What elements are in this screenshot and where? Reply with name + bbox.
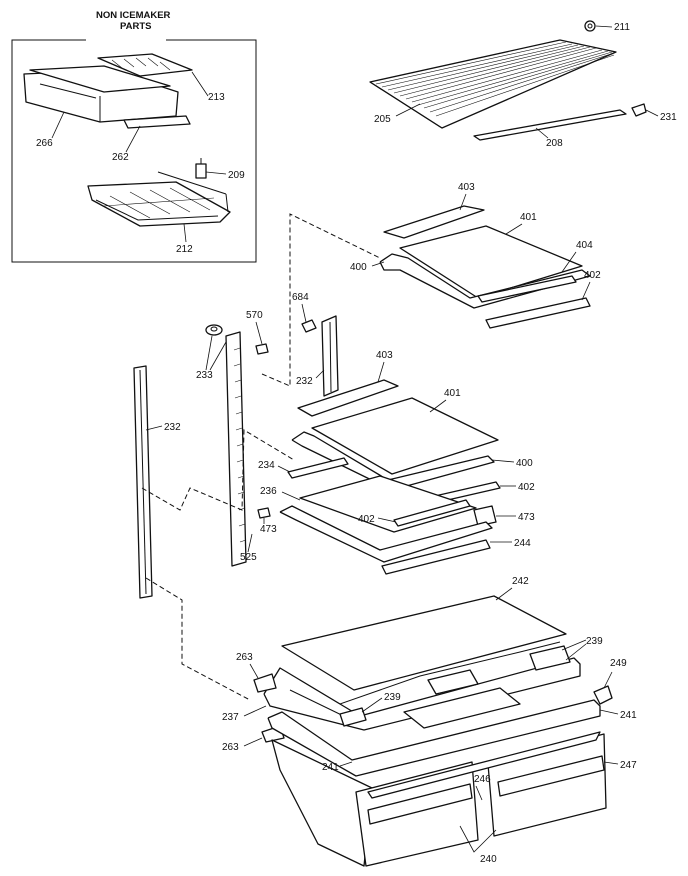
label-402-middle: 402 [518, 482, 535, 493]
guide-line-middle [141, 429, 295, 511]
label-239-right: 239 [586, 636, 603, 647]
label-237: 237 [222, 712, 239, 723]
middle-front-trim-403 [297, 379, 399, 417]
label-249: 249 [610, 658, 627, 669]
label-233: 233 [196, 370, 213, 381]
bracket-part [195, 158, 207, 179]
crisper-strip-402 [393, 499, 471, 527]
label-211: 211 [614, 22, 630, 33]
guide-line-upper [261, 213, 381, 387]
label-231: 231 [660, 112, 677, 123]
label-402-top: 402 [584, 270, 601, 281]
label-212: 212 [176, 244, 193, 255]
label-247: 247 [620, 760, 637, 771]
screw-570-part [255, 343, 269, 355]
support-263-upper [253, 673, 277, 693]
label-403-top: 403 [458, 182, 475, 193]
label-473-left: 473 [260, 524, 277, 535]
crisper-cover-236 [299, 475, 477, 533]
crisper-glass-242 [281, 595, 567, 691]
upper-strip-402 [485, 297, 591, 329]
label-209: 209 [228, 170, 245, 181]
slide-473-right [473, 505, 497, 527]
label-263-lower: 263 [222, 742, 239, 753]
crisper-assembly [253, 595, 613, 867]
upper-strip-404 [477, 275, 577, 303]
label-404: 404 [576, 240, 593, 251]
shelf-trim-part [473, 109, 627, 141]
label-266: 266 [36, 138, 53, 149]
shelf-support-234 [287, 457, 349, 479]
left-rail-part [133, 365, 153, 599]
label-263-upper: 263 [236, 652, 253, 663]
middle-shelf-assembly [257, 379, 501, 575]
label-401-top: 401 [520, 212, 537, 223]
tray-shelf-part [87, 171, 231, 227]
tray-strip-part [123, 115, 191, 129]
label-400-top: 400 [350, 262, 367, 273]
label-400-middle: 400 [516, 458, 533, 469]
left-pan-handle [367, 783, 473, 825]
middle-glass-401 [311, 397, 499, 475]
pan-top-rim [367, 731, 601, 799]
label-246: 246 [474, 774, 491, 785]
label-570: 570 [246, 310, 263, 321]
center-rail-232 [321, 315, 339, 397]
label-242: 242 [512, 576, 529, 587]
cap-211-part [584, 20, 596, 32]
clip-684-part [301, 319, 317, 333]
label-525: 525 [240, 552, 257, 563]
label-241-left: 241 [322, 762, 339, 773]
slide-239-right [529, 645, 571, 671]
wire-shelf-part [369, 39, 617, 129]
label-234: 234 [258, 460, 275, 471]
label-262: 262 [112, 152, 129, 163]
label-240: 240 [480, 854, 497, 865]
label-208: 208 [546, 138, 563, 149]
left-pan-side [271, 739, 373, 867]
ice-tray-part [23, 65, 179, 123]
label-205: 205 [374, 114, 391, 125]
label-232-left: 232 [164, 422, 181, 433]
right-rail-part [225, 331, 247, 567]
label-244: 244 [514, 538, 531, 549]
upper-front-trim-403 [383, 205, 485, 239]
label-402-crisper: 402 [358, 514, 375, 525]
upper-shelf-assembly [379, 205, 591, 329]
clip-231-part [631, 103, 647, 117]
label-236: 236 [260, 486, 277, 497]
screw-473-left [257, 507, 271, 519]
label-401-middle: 401 [444, 388, 461, 399]
label-241-right: 241 [620, 710, 637, 721]
lower-trim-244 [381, 539, 491, 575]
inset-title-line1: NON ICEMAKER [96, 10, 171, 21]
label-239-left: 239 [384, 692, 401, 703]
upper-glass-401 [399, 225, 583, 299]
rail-clip-233 [205, 324, 223, 336]
non-icemaker-inset: NON ICEMAKER PARTS 213 [11, 10, 257, 263]
guide-line-lower [145, 577, 251, 701]
lower-frame-244 [279, 505, 493, 563]
label-213: 213 [208, 92, 225, 103]
slide-239-left [339, 707, 367, 727]
label-232-center: 232 [296, 376, 313, 387]
label-473-right: 473 [518, 512, 535, 523]
right-pan-handle [497, 755, 605, 797]
bracket-249 [593, 685, 613, 705]
label-684: 684 [292, 292, 309, 303]
center-clip [427, 669, 479, 695]
label-403-middle: 403 [376, 350, 393, 361]
tray-cover-part [97, 53, 193, 77]
inset-title-line2: PARTS [120, 21, 152, 32]
crisper-divider [403, 687, 521, 729]
front-rail-241 [267, 699, 601, 777]
inset-frame [11, 39, 257, 263]
